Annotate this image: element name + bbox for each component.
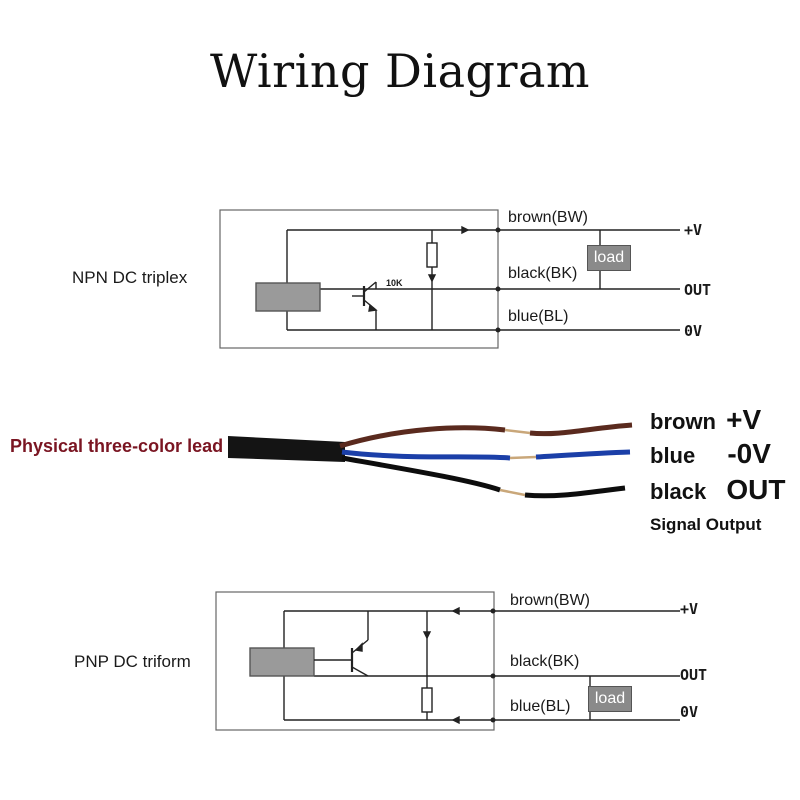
- npn-brown-label: brown(BW): [508, 209, 589, 226]
- legend-black-color: black: [650, 479, 707, 504]
- page-title: Wiring Diagram: [209, 44, 591, 98]
- pnp-resistor-icon: [421, 687, 433, 713]
- black-wire: [341, 455, 501, 493]
- npn-out-label: OUT: [684, 281, 712, 299]
- npn-zero-label: 0V: [684, 322, 703, 340]
- pnp-load: load: [588, 686, 632, 712]
- pnp-zero-label: 0V: [680, 703, 699, 721]
- legend-brown: brown +V: [650, 404, 761, 436]
- pnp-out-label: OUT: [680, 666, 708, 684]
- lead-label: Physical three-color lead: [10, 436, 224, 456]
- cable-jacket: [228, 436, 345, 462]
- pnp-black-label: black(BK): [510, 653, 580, 670]
- pnp-name: PNP DC triform: [74, 652, 191, 671]
- pnp-diode-icon: [422, 631, 432, 640]
- pnp-plus-label: +V: [680, 600, 699, 618]
- pnp-blue-label: blue(BL): [510, 698, 571, 715]
- npn-black-label: black(BK): [508, 265, 578, 282]
- legend-brown-color: brown: [650, 409, 716, 434]
- npn-diode-icon: [461, 225, 470, 235]
- npn-blue-label: blue(BL): [508, 308, 569, 325]
- legend-blue-color: blue: [650, 443, 696, 468]
- npn-housing: [219, 209, 499, 349]
- pnp-sensor-block: [249, 647, 315, 677]
- pnp-housing: [215, 591, 495, 731]
- blue-wire: [341, 449, 511, 461]
- legend-blue: blue -0V: [650, 438, 771, 470]
- npn-resistor-label: 10K: [386, 278, 403, 288]
- npn-name: NPN DC triplex: [72, 268, 188, 287]
- npn-sensor-block: [255, 282, 321, 312]
- signal-output-note: Signal Output: [650, 515, 762, 534]
- pnp-brown-label: brown(BW): [510, 592, 591, 609]
- npn-load: load: [587, 245, 631, 271]
- legend-brown-meaning: +V: [726, 404, 762, 435]
- legend-black: black OUT: [650, 474, 786, 506]
- brown-wire: [339, 425, 506, 449]
- npn-plus-label: +V: [684, 221, 703, 239]
- legend-black-meaning: OUT: [726, 474, 786, 505]
- legend-blue-meaning: -0V: [727, 438, 771, 469]
